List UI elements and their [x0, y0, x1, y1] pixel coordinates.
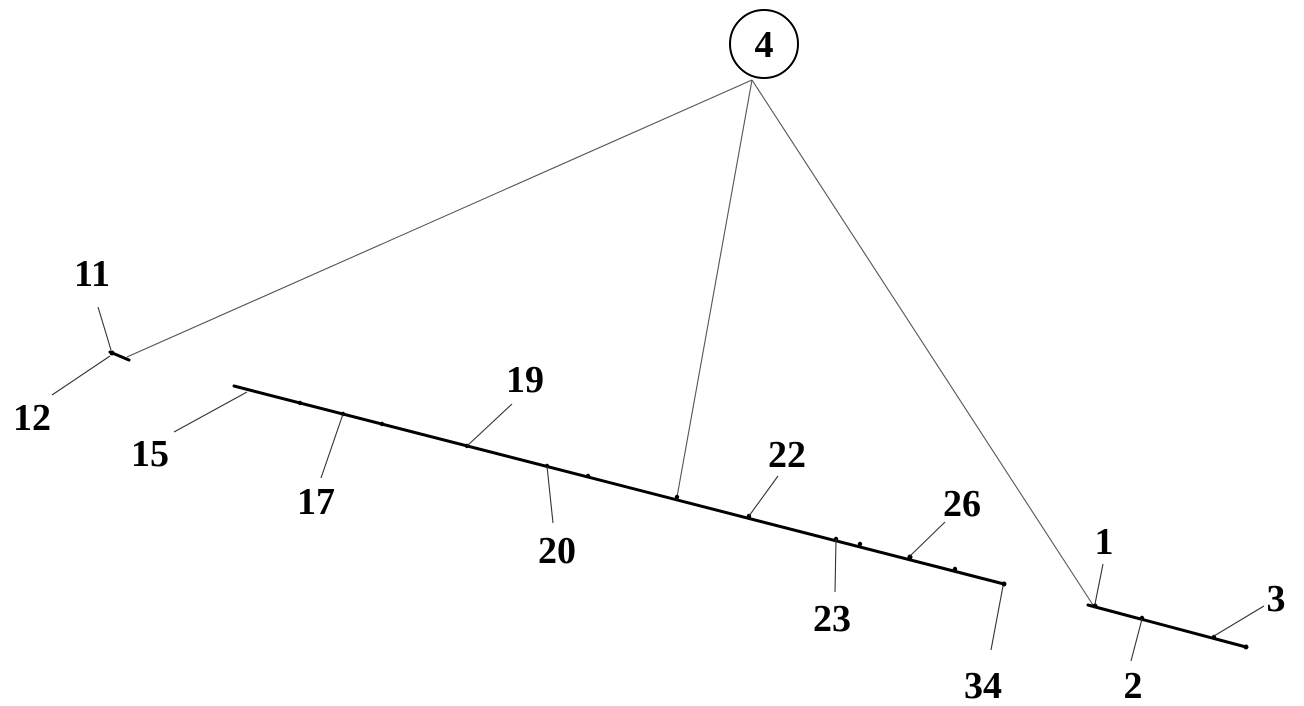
leader-26 — [909, 521, 946, 557]
segment-middle-end-cluster — [830, 540, 1000, 582]
leader-17 — [320, 413, 344, 479]
segment-middle-node — [379, 421, 385, 427]
label-23: 23 — [813, 598, 851, 640]
segment-left — [108, 350, 131, 362]
leader-15 — [173, 391, 248, 433]
segment-right — [1086, 603, 1249, 650]
label-22: 22 — [768, 434, 806, 476]
segment-middle-node — [907, 554, 913, 560]
leader-34 — [990, 585, 1004, 651]
segment-right-node — [1139, 615, 1145, 621]
hub-circle — [729, 9, 799, 79]
hub-label: 4 — [755, 24, 774, 66]
segment-left-node — [109, 350, 115, 356]
hub-line-right — [751, 79, 1094, 606]
leader-11 — [97, 306, 112, 351]
label-17: 17 — [297, 481, 335, 523]
segment-right-node — [1092, 603, 1098, 609]
segment-middle-node — [952, 566, 958, 572]
label-12: 12 — [13, 397, 51, 439]
label-34: 34 — [964, 665, 1002, 706]
label-2: 2 — [1124, 665, 1143, 706]
leader-2 — [1130, 618, 1143, 662]
label-20: 20 — [538, 530, 576, 572]
segment-middle-node — [1001, 581, 1007, 587]
label-3: 3 — [1267, 578, 1286, 620]
leader-20 — [546, 465, 554, 524]
label-19: 19 — [506, 359, 544, 401]
hub-line-left — [126, 79, 753, 358]
segment-middle-node — [585, 473, 591, 479]
label-11: 11 — [74, 253, 110, 295]
segment-right-node — [1243, 644, 1249, 650]
segment-middle-node — [857, 541, 863, 547]
leader-1 — [1094, 563, 1104, 605]
leader-23 — [834, 538, 837, 593]
leader-12 — [51, 355, 111, 396]
hub-line-middle — [676, 79, 753, 498]
segment-right-line — [1086, 603, 1248, 649]
leader-22 — [748, 475, 779, 517]
label-15: 15 — [131, 433, 169, 475]
leader-19 — [466, 403, 513, 447]
segment-middle-node — [297, 400, 303, 406]
segment-middle — [232, 384, 1007, 587]
label-26: 26 — [943, 483, 981, 525]
segment-middle-node — [674, 494, 680, 500]
leader-3 — [1213, 605, 1265, 637]
hub-node: 4 — [729, 9, 799, 79]
label-1: 1 — [1095, 521, 1114, 563]
